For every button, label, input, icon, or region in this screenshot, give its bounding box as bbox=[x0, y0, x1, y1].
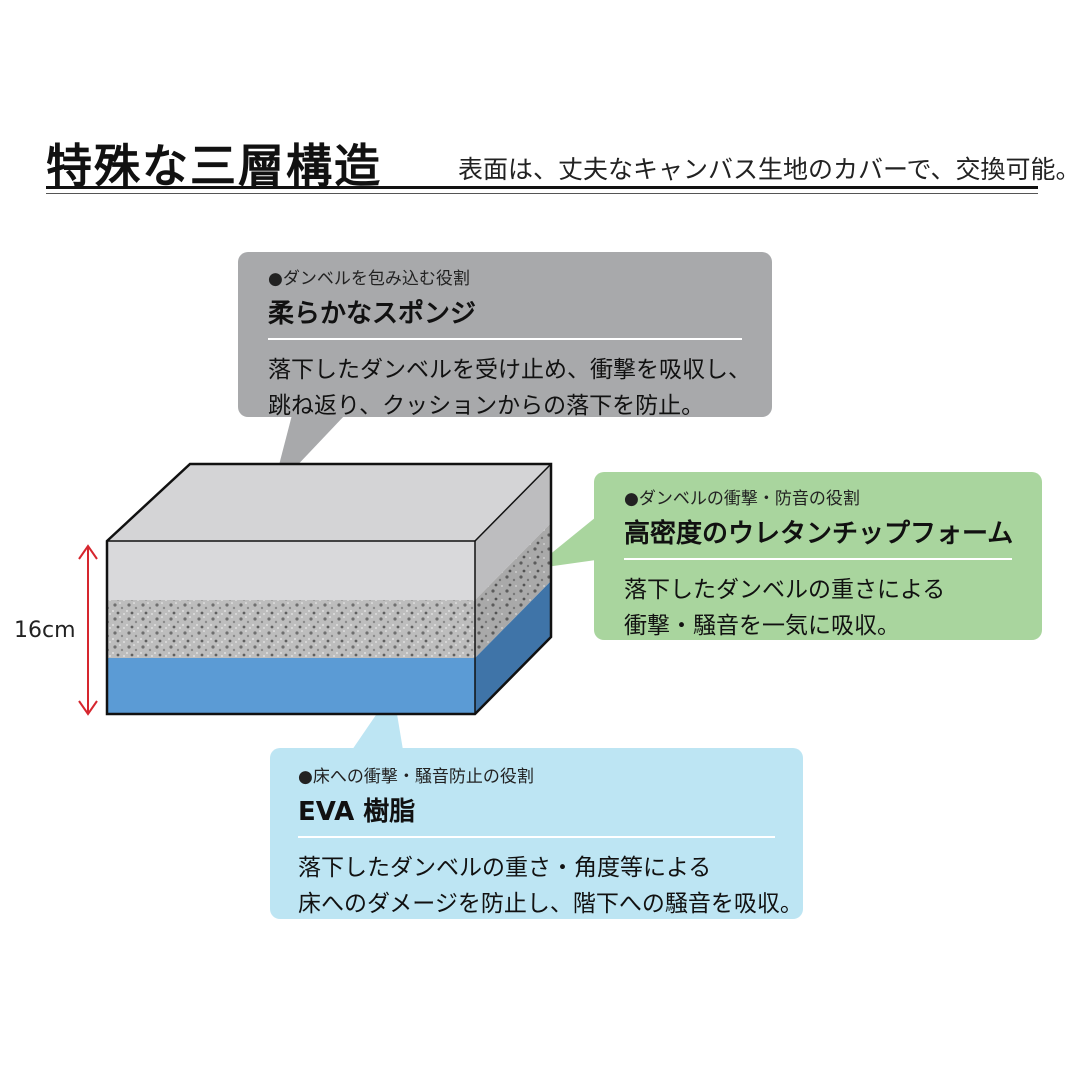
middle-layer-side bbox=[475, 523, 551, 658]
dimension-arrow bbox=[78, 544, 98, 716]
top-layer-role: ●ダンベルを包み込む役割 bbox=[268, 269, 470, 289]
bottom-layer-side bbox=[475, 581, 551, 714]
middle-layer-desc-line: 衝撃・騒音を一気に吸収。 bbox=[624, 613, 900, 639]
top-layer-name: 柔らかなスポンジ bbox=[268, 299, 477, 329]
middle-layer-front bbox=[107, 600, 475, 658]
block-outline bbox=[105, 462, 553, 716]
bottom-layer-role: ●床への衝撃・騒音防止の役割 bbox=[298, 767, 534, 787]
bottom-layer-front bbox=[107, 658, 475, 714]
top-layer-description: 落下したダンベルを受け止め、衝撃を吸収し、 跳ね返り、クッションからの落下を防止… bbox=[268, 352, 751, 424]
top-layer-callout: ●ダンベルを包み込む役割 柔らかなスポンジ 落下したダンベルを受け止め、衝撃を吸… bbox=[238, 252, 772, 419]
page-subtitle: 表面は、丈夫なキャンバス生地のカバーで、交換可能。 bbox=[458, 155, 1080, 184]
bottom-layer-desc-line: 床へのダメージを防止し、階下への騒音を吸収。 bbox=[298, 891, 803, 917]
top-layer-top-face bbox=[107, 464, 551, 541]
title-underline-thin bbox=[46, 193, 1038, 194]
block-corner-edge bbox=[474, 463, 552, 542]
bottom-layer-name: EVA 樹脂 bbox=[298, 797, 416, 827]
thickness-label: 16cm bbox=[14, 618, 76, 643]
top-layer-divider bbox=[268, 338, 742, 340]
bottom-layer-description: 落下したダンベルの重さ・角度等による 床へのダメージを防止し、階下への騒音を吸収… bbox=[298, 850, 803, 922]
top-layer-desc-line: 跳ね返り、クッションからの落下を防止。 bbox=[268, 393, 705, 419]
top-layer-side bbox=[475, 464, 551, 600]
page-title: 特殊な三層構造 bbox=[46, 139, 382, 193]
middle-layer-role: ●ダンベルの衝撃・防音の役割 bbox=[624, 489, 860, 509]
bottom-layer-divider bbox=[298, 836, 775, 838]
middle-layer-divider bbox=[624, 558, 1012, 560]
top-layer-front bbox=[107, 541, 475, 600]
title-underline bbox=[46, 186, 1038, 189]
middle-layer-name: 高密度のウレタンチップフォーム bbox=[624, 519, 1014, 549]
top-layer-desc-line: 落下したダンベルを受け止め、衝撃を吸収し、 bbox=[268, 357, 751, 383]
middle-layer-desc-line: 落下したダンベルの重さによる bbox=[624, 577, 946, 603]
middle-layer-callout: ●ダンベルの衝撃・防音の役割 高密度のウレタンチップフォーム 落下したダンベルの… bbox=[594, 472, 1042, 640]
bottom-layer-callout: ●床への衝撃・騒音防止の役割 EVA 樹脂 落下したダンベルの重さ・角度等による… bbox=[270, 748, 803, 919]
middle-layer-description: 落下したダンベルの重さによる 衝撃・騒音を一気に吸収。 bbox=[624, 572, 1012, 644]
bottom-layer-desc-line: 落下したダンベルの重さ・角度等による bbox=[298, 855, 712, 881]
